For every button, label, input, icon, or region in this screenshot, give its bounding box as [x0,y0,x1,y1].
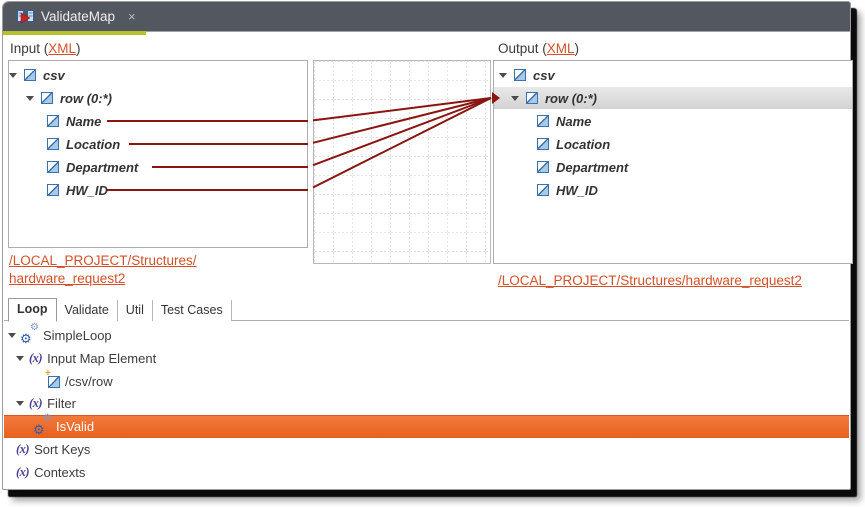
tree-row-input-department[interactable]: Department [47,156,138,178]
tree-row-input-name[interactable]: Name [47,110,101,132]
element-icon [47,138,59,150]
editor-tab-validatemap[interactable]: ValidateMap × [9,2,144,31]
collapse-icon[interactable] [26,95,34,101]
input-section-label: Input (XML) [10,41,81,56]
editor-tab-bar: ValidateMap × [3,2,850,31]
element-icon [47,184,59,196]
input-xml-link[interactable]: XML [48,41,77,56]
node-label: /csv/row [65,374,113,389]
element-icon [514,69,526,81]
mapped-row-highlight[interactable] [494,87,852,109]
element-icon [537,138,549,150]
node-label: HW_ID [66,182,108,198]
selected-row-highlight [4,415,849,438]
tab-util[interactable]: Util [117,300,153,321]
node-label: SimpleLoop [43,328,112,343]
collapse-icon[interactable] [9,72,17,78]
mapper-icon [17,9,34,24]
node-label: Location [556,136,611,152]
tree-row-input-row[interactable]: row (0:*) [26,87,112,109]
node-label: csv [533,67,555,83]
gears-icon: ⚙⚙ [33,413,52,437]
loop-row-simpleloop[interactable]: ⚙⚙ SimpleLoop [8,322,112,347]
node-label: row (0:*) [545,90,597,106]
element-icon [41,92,53,104]
gears-icon: ⚙⚙ [20,322,39,346]
expression-icon: (x) [16,465,30,479]
element-new-icon: + [45,368,60,388]
expression-icon: (x) [29,396,43,410]
node-label: Location [66,136,121,152]
collapse-icon[interactable] [8,333,16,338]
expression-icon: (x) [16,442,30,456]
tab-accent-strip [3,31,850,35]
tree-row-output-name[interactable]: Name [537,110,591,132]
output-structure-link[interactable]: /LOCAL_PROJECT/Structures/hardware_reque… [498,272,802,290]
element-icon [47,115,59,127]
input-label-text: Input ( [10,41,49,56]
mapping-canvas [313,60,491,264]
element-icon [537,115,549,127]
collapse-icon[interactable] [16,401,24,406]
element-icon [47,161,59,173]
output-structure-link-text[interactable]: /LOCAL_PROJECT/Structures/hardware_reque… [498,273,802,288]
loop-row-contexts[interactable]: (x) Contexts [16,461,85,484]
editor-tab-title: ValidateMap [41,9,116,24]
tree-row-input-location[interactable]: Location [47,133,120,155]
bottom-tab-bar: Loop Validate Util Test Cases [8,298,232,322]
loop-row-sort-keys[interactable]: (x) Sort Keys [16,438,90,461]
input-structure-link-line2[interactable]: hardware_request2 [9,271,126,286]
input-label-close: ) [76,41,81,56]
element-icon [24,69,36,81]
tab-close-icon[interactable]: × [128,9,136,24]
output-section-label: Output (XML) [498,41,579,56]
tab-validate[interactable]: Validate [56,300,118,321]
loop-row-filter[interactable]: (x) Filter [16,392,76,415]
tree-row-input-csv[interactable]: csv [9,64,65,86]
node-label: Name [66,113,102,129]
node-label: row (0:*) [60,90,112,106]
mapper-window: ValidateMap × Input (XML) Output (XML) [2,1,853,490]
tree-row-output-csv[interactable]: csv [499,64,555,86]
tree-row-output-department[interactable]: Department [537,156,628,178]
expression-icon: (x) [29,351,43,365]
mapped-row-arrow-icon [492,92,500,104]
tab-baseline [4,320,849,321]
collapse-icon[interactable] [16,356,24,361]
tree-row-output-hwid[interactable]: HW_ID [537,179,598,201]
loop-row-isvalid[interactable]: ⚙⚙ IsValid [33,413,95,438]
output-xml-link[interactable]: XML [546,41,575,56]
input-structure-link[interactable]: /LOCAL_PROJECT/Structures/ hardware_requ… [9,252,197,288]
node-label: IsValid [56,419,95,434]
tree-row-output-row[interactable]: row (0:*) [511,87,597,109]
loop-row-input-map-element[interactable]: (x) Input Map Element [16,347,156,370]
node-label: Name [556,113,592,129]
element-icon [537,161,549,173]
output-label-close: ) [574,41,580,56]
node-label: Department [66,159,139,175]
element-icon [526,92,538,104]
collapse-icon[interactable] [511,95,519,101]
tab-test-cases[interactable]: Test Cases [152,300,232,321]
node-label: HW_ID [556,182,598,198]
loop-row-csv-row[interactable]: + /csv/row [45,368,113,393]
active-tab-accent-bar [3,31,146,35]
node-label: Filter [47,396,76,411]
node-label: Department [556,159,629,175]
output-label-text: Output ( [498,41,547,56]
tree-row-output-location[interactable]: Location [537,133,610,155]
collapse-icon[interactable] [499,72,507,78]
tab-loop[interactable]: Loop [8,298,57,322]
tree-row-input-hwid[interactable]: HW_ID [47,179,108,201]
header-divider [146,31,850,32]
element-icon [537,184,549,196]
input-structure-link-line1[interactable]: /LOCAL_PROJECT/Structures/ [9,253,197,268]
node-label: Sort Keys [34,442,91,457]
node-label: Input Map Element [47,351,157,366]
node-label: Contexts [34,465,86,480]
node-label: csv [43,67,65,83]
